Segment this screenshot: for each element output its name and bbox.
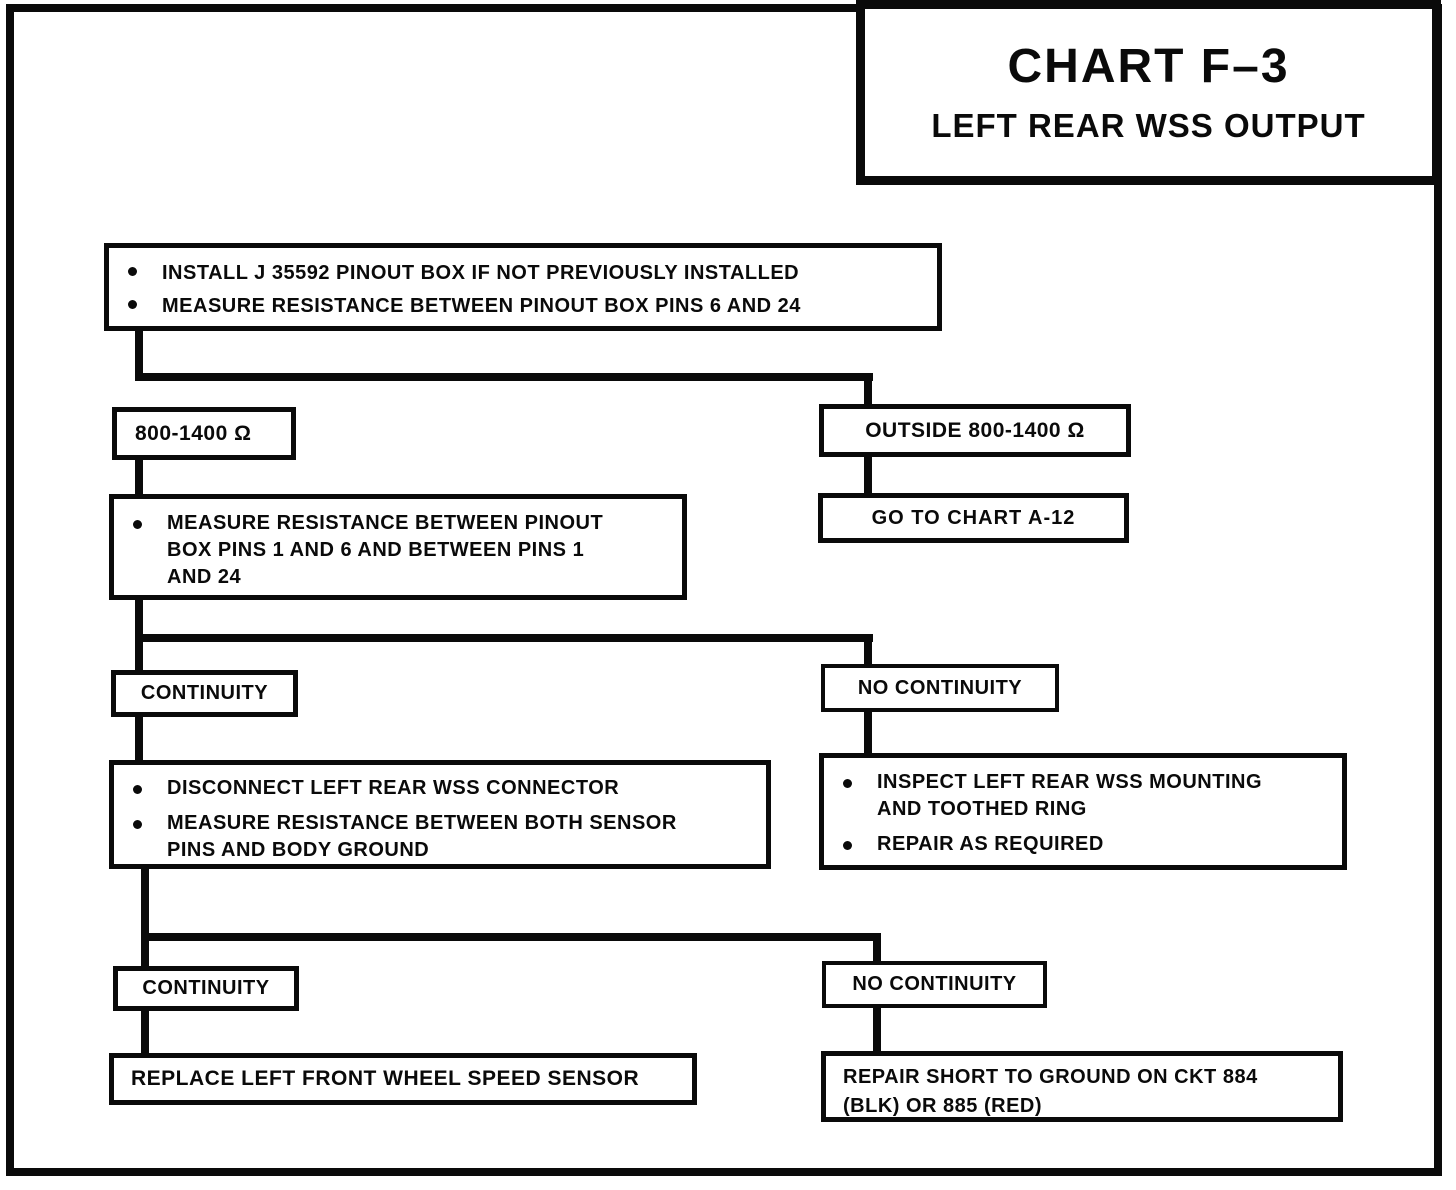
node-resistance-outside-range: OUTSIDE 800-1400 Ω — [819, 404, 1131, 457]
action-label: REPLACE LEFT FRONT WHEEL SPEED SENSOR — [131, 1067, 640, 1090]
connector-branch2-horizontal — [135, 634, 873, 642]
bullet-icon — [128, 300, 137, 309]
connector-step1-down — [135, 329, 143, 378]
connector-to-nocontinuity1 — [864, 639, 872, 667]
bullet-icon — [133, 820, 142, 829]
bullet-text: MEASURE RESISTANCE BETWEEN PINOUT BOX PI… — [162, 295, 801, 317]
connector-continuity2-to-replace — [141, 1008, 149, 1056]
bullet-text: INSPECT LEFT REAR WSS MOUNTING AND TOOTH… — [877, 769, 1262, 823]
node-continuity-2: CONTINUITY — [113, 966, 299, 1011]
page-border — [6, 4, 1442, 1176]
connector-nocontinuity2-to-repair — [873, 1006, 881, 1054]
result-label: 800-1400 Ω — [135, 421, 252, 445]
bullet-item: INSPECT LEFT REAR WSS MOUNTING AND TOOTH… — [824, 769, 1342, 823]
text-line: INSPECT LEFT REAR WSS MOUNTING — [877, 771, 1262, 793]
bullet-text: MEASURE RESISTANCE BETWEEN BOTH SENSOR P… — [167, 810, 677, 864]
bullet-text: REPAIR AS REQUIRED — [877, 833, 1104, 855]
text-line: PINS AND BODY GROUND — [167, 839, 430, 861]
chart-title: CHART F–3 — [1007, 40, 1290, 93]
result-label: NO CONTINUITY — [857, 676, 1023, 699]
connector-inrange-to-measure — [135, 457, 143, 497]
result-label: NO CONTINUITY — [852, 973, 1017, 995]
node-repair-short-to-ground: REPAIR SHORT TO GROUND ON CKT 884 (BLK) … — [821, 1051, 1343, 1122]
bullet-icon — [843, 841, 852, 850]
result-label: OUTSIDE 800-1400 Ω — [865, 418, 1085, 442]
text-line: MEASURE RESISTANCE BETWEEN PINOUT — [167, 512, 604, 534]
action-label: GO TO CHART A-12 — [871, 506, 1076, 529]
bullet-icon — [133, 785, 142, 794]
connector-continuity1-to-disconnect — [135, 714, 143, 763]
bullet-text: DISCONNECT LEFT REAR WSS CONNECTOR — [167, 777, 620, 799]
bullet-item: MEASURE RESISTANCE BETWEEN PINOUT BOX PI… — [114, 510, 682, 591]
node-goto-chart-a12: GO TO CHART A-12 — [818, 493, 1129, 543]
text-line: MEASURE RESISTANCE BETWEEN BOTH SENSOR — [167, 812, 677, 834]
node-no-continuity-2: NO CONTINUITY — [822, 961, 1047, 1008]
result-label: CONTINUITY — [140, 682, 269, 704]
bullet-item: DISCONNECT LEFT REAR WSS CONNECTOR — [114, 775, 766, 802]
connector-disconnect-down — [141, 867, 149, 969]
connector-outside-to-goto — [864, 454, 872, 496]
bullet-icon — [133, 520, 142, 529]
bullet-item: REPAIR AS REQUIRED — [824, 831, 1342, 858]
connector-to-outside-box — [864, 378, 872, 408]
connector-branch3-horizontal — [141, 933, 881, 941]
chart-title-box: CHART F–3 LEFT REAR WSS OUTPUT — [856, 0, 1441, 185]
connector-nocontinuity1-to-inspect — [864, 709, 872, 756]
node-disconnect-wss-connector: DISCONNECT LEFT REAR WSS CONNECTOR MEASU… — [109, 760, 771, 869]
text-line: BOX PINS 1 AND 6 AND BETWEEN PINS 1 — [167, 539, 585, 561]
text-line: AND TOOTHED RING — [877, 798, 1087, 820]
text-line: AND 24 — [167, 566, 242, 588]
bullet-icon — [128, 267, 137, 276]
bullet-item: MEASURE RESISTANCE BETWEEN BOTH SENSOR P… — [114, 810, 766, 864]
bullet-item: INSTALL J 35592 PINOUT BOX IF NOT PREVIO… — [109, 257, 937, 290]
connector-to-nocontinuity2 — [873, 938, 881, 964]
bullet-item: MEASURE RESISTANCE BETWEEN PINOUT BOX PI… — [109, 290, 937, 323]
chart-subtitle: LEFT REAR WSS OUTPUT — [931, 107, 1366, 144]
text-line: REPAIR SHORT TO GROUND ON CKT 884 — [843, 1066, 1258, 1088]
text-line: (BLK) OR 885 (RED) — [843, 1095, 1043, 1117]
result-label: CONTINUITY — [142, 977, 270, 999]
bullet-icon — [843, 779, 852, 788]
bullet-text: INSTALL J 35592 PINOUT BOX IF NOT PREVIO… — [162, 262, 800, 284]
node-inspect-wss-mounting: INSPECT LEFT REAR WSS MOUNTING AND TOOTH… — [819, 753, 1347, 870]
bullet-text: MEASURE RESISTANCE BETWEEN PINOUT BOX PI… — [167, 510, 603, 591]
node-no-continuity-1: NO CONTINUITY — [821, 664, 1059, 712]
node-measure-pins-1-6-24: MEASURE RESISTANCE BETWEEN PINOUT BOX PI… — [109, 494, 687, 600]
node-resistance-in-range: 800-1400 Ω — [112, 407, 296, 460]
node-install-pinout-box: INSTALL J 35592 PINOUT BOX IF NOT PREVIO… — [104, 243, 942, 331]
connector-branch1-horizontal — [135, 373, 873, 381]
node-replace-wheel-speed-sensor: REPLACE LEFT FRONT WHEEL SPEED SENSOR — [109, 1053, 697, 1105]
node-continuity-1: CONTINUITY — [111, 670, 298, 717]
